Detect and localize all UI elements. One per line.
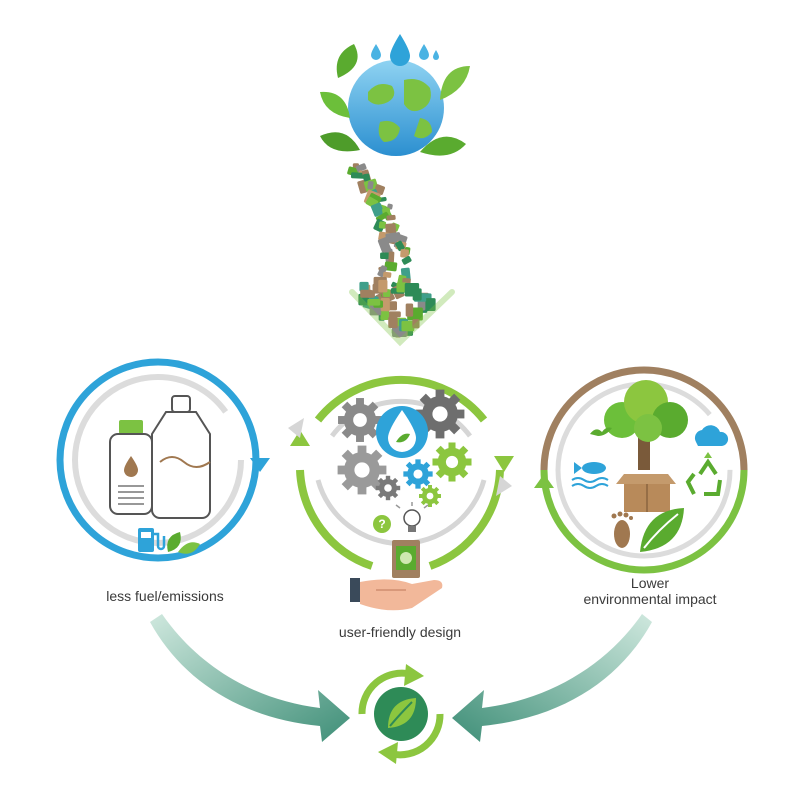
waste-fragment: [384, 261, 398, 272]
waste-fragment: [396, 282, 407, 293]
waste-fragment: [350, 172, 366, 179]
cloud-upload-icon: [694, 425, 729, 458]
waste-fragment: [367, 181, 374, 190]
idea-icons: ?: [373, 502, 429, 533]
waste-fragment: [367, 299, 381, 306]
footprint-icon: [611, 511, 633, 548]
bird-icon: [590, 427, 612, 436]
bottles-icon: [109, 395, 211, 519]
waste-fragment: [355, 163, 367, 172]
fuel-pump-icon: [138, 528, 166, 552]
label-lower-impact: Lower environmental impact: [560, 575, 740, 607]
waste-fragment: [400, 249, 409, 258]
leaves-icon: [167, 532, 200, 554]
waste-fragment: [386, 214, 396, 221]
waste-fragment: [388, 251, 395, 263]
waste-fragment: [359, 281, 369, 292]
hand-icon: [350, 578, 443, 611]
waste-fragment: [412, 319, 420, 329]
earth-globe-icon: [320, 34, 470, 156]
waste-fragment: [385, 232, 401, 244]
waste-fragment: [388, 311, 401, 318]
center-cycle: ?: [288, 376, 514, 611]
waste-fragment: [370, 202, 385, 217]
waste-fragment: [377, 265, 388, 278]
waste-fragment: [405, 303, 414, 317]
label-less-fuel: less fuel/emissions: [106, 588, 224, 604]
gears-water-drop-icon: [337, 389, 472, 507]
left-cycle: [56, 358, 270, 562]
gear-icon: [375, 475, 401, 501]
gear-icon: [419, 485, 441, 507]
waste-fragment: [404, 282, 420, 297]
waste-fragment: [378, 221, 387, 229]
waste-fragment: [378, 279, 388, 293]
device-icon: [392, 540, 420, 578]
left-converging-arrow: [150, 614, 350, 742]
waste-fragment: [401, 320, 415, 332]
right-cycle: [534, 366, 748, 574]
tree-box-icon: [604, 380, 688, 512]
waste-fragment: [401, 255, 412, 265]
big-leaf-icon: [640, 508, 684, 552]
waste-fragment: [360, 289, 373, 298]
gear-icon: [338, 398, 382, 442]
waste-fragment: [377, 237, 392, 253]
waste-fragment: [380, 297, 390, 312]
fish-icon: [571, 462, 609, 489]
waste-fragment: [380, 310, 389, 320]
waste-fragment: [388, 316, 398, 329]
label-user-friendly: user-friendly design: [338, 624, 462, 640]
gear-icon: [432, 442, 472, 482]
waste-fragment: [382, 271, 392, 278]
recycle-icon: [685, 458, 722, 496]
waste-arrow-icon: [347, 163, 455, 347]
waste-fragment: [395, 240, 405, 252]
waste-fragment: [380, 252, 390, 260]
label-lower-impact-line1: Lower: [630, 575, 670, 591]
label-lower-impact-line2: environmental impact: [583, 591, 717, 607]
recycle-leaf-icon: [358, 664, 444, 764]
svg-text:?: ?: [378, 517, 385, 531]
gear-icon: [403, 459, 433, 489]
right-converging-arrow: [452, 614, 652, 742]
waste-fragment: [422, 298, 436, 311]
